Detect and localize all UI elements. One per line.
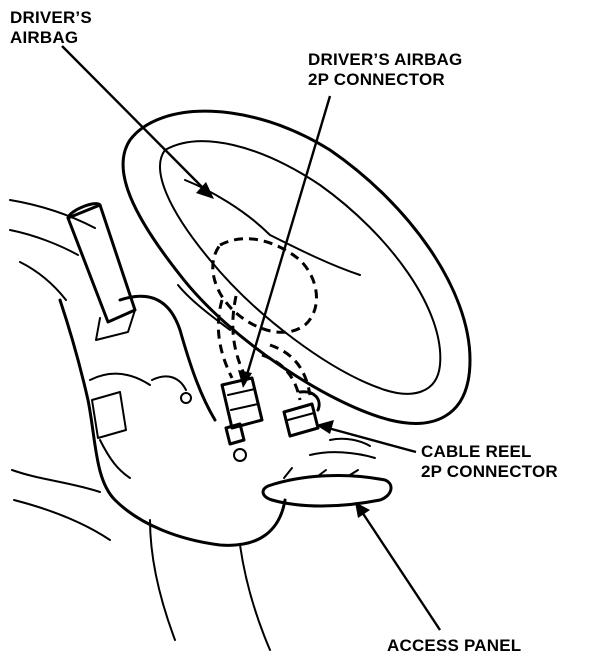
cable-reel-harness	[261, 343, 312, 401]
airbag-harness	[216, 295, 248, 379]
cable-reel-label-line2: 2P CONNECTOR	[421, 462, 558, 481]
cable-reel-2p-connector	[282, 390, 321, 438]
airbag-2p-connector	[220, 376, 264, 446]
access-panel-arrowhead	[355, 502, 370, 518]
lower-dash-curve	[11, 469, 111, 541]
airbag-leader-line	[61, 45, 206, 191]
driver-airbag-label-line1: DRIVER’S	[10, 8, 92, 27]
driver-airbag-label: DRIVER’S AIRBAG	[10, 8, 92, 48]
airbag-connector-label-line1: DRIVER’S AIRBAG	[308, 50, 463, 69]
airbag-connector-label-line2: 2P CONNECTOR	[308, 70, 445, 89]
airbag-connector-label: DRIVER’S AIRBAG 2P CONNECTOR	[308, 50, 462, 90]
access-panel	[261, 437, 393, 508]
access-panel-leader-line	[360, 511, 442, 631]
cable-reel-arrowhead	[316, 420, 334, 434]
driver-airbag-label-line2: AIRBAG	[10, 28, 79, 47]
airbag-module-outline	[211, 237, 318, 334]
steering-wheel	[121, 109, 472, 425]
dashboard-outline	[9, 199, 96, 301]
cable-reel-connector-label: CABLE REEL 2P CONNECTOR	[421, 442, 558, 482]
access-panel-label: ACCESS PANEL	[387, 636, 521, 656]
cable-reel-label-line1: CABLE REEL	[421, 442, 532, 461]
airbag-arrowhead	[196, 182, 214, 199]
access-panel-label-line1: ACCESS PANEL	[387, 636, 522, 655]
steering-column	[58, 294, 287, 651]
turn-signal-stalk	[66, 202, 137, 341]
cable-reel-leader-line	[327, 426, 417, 454]
airbag-connector-leader-line	[244, 95, 332, 379]
airbag-connector-arrowhead	[238, 370, 252, 388]
